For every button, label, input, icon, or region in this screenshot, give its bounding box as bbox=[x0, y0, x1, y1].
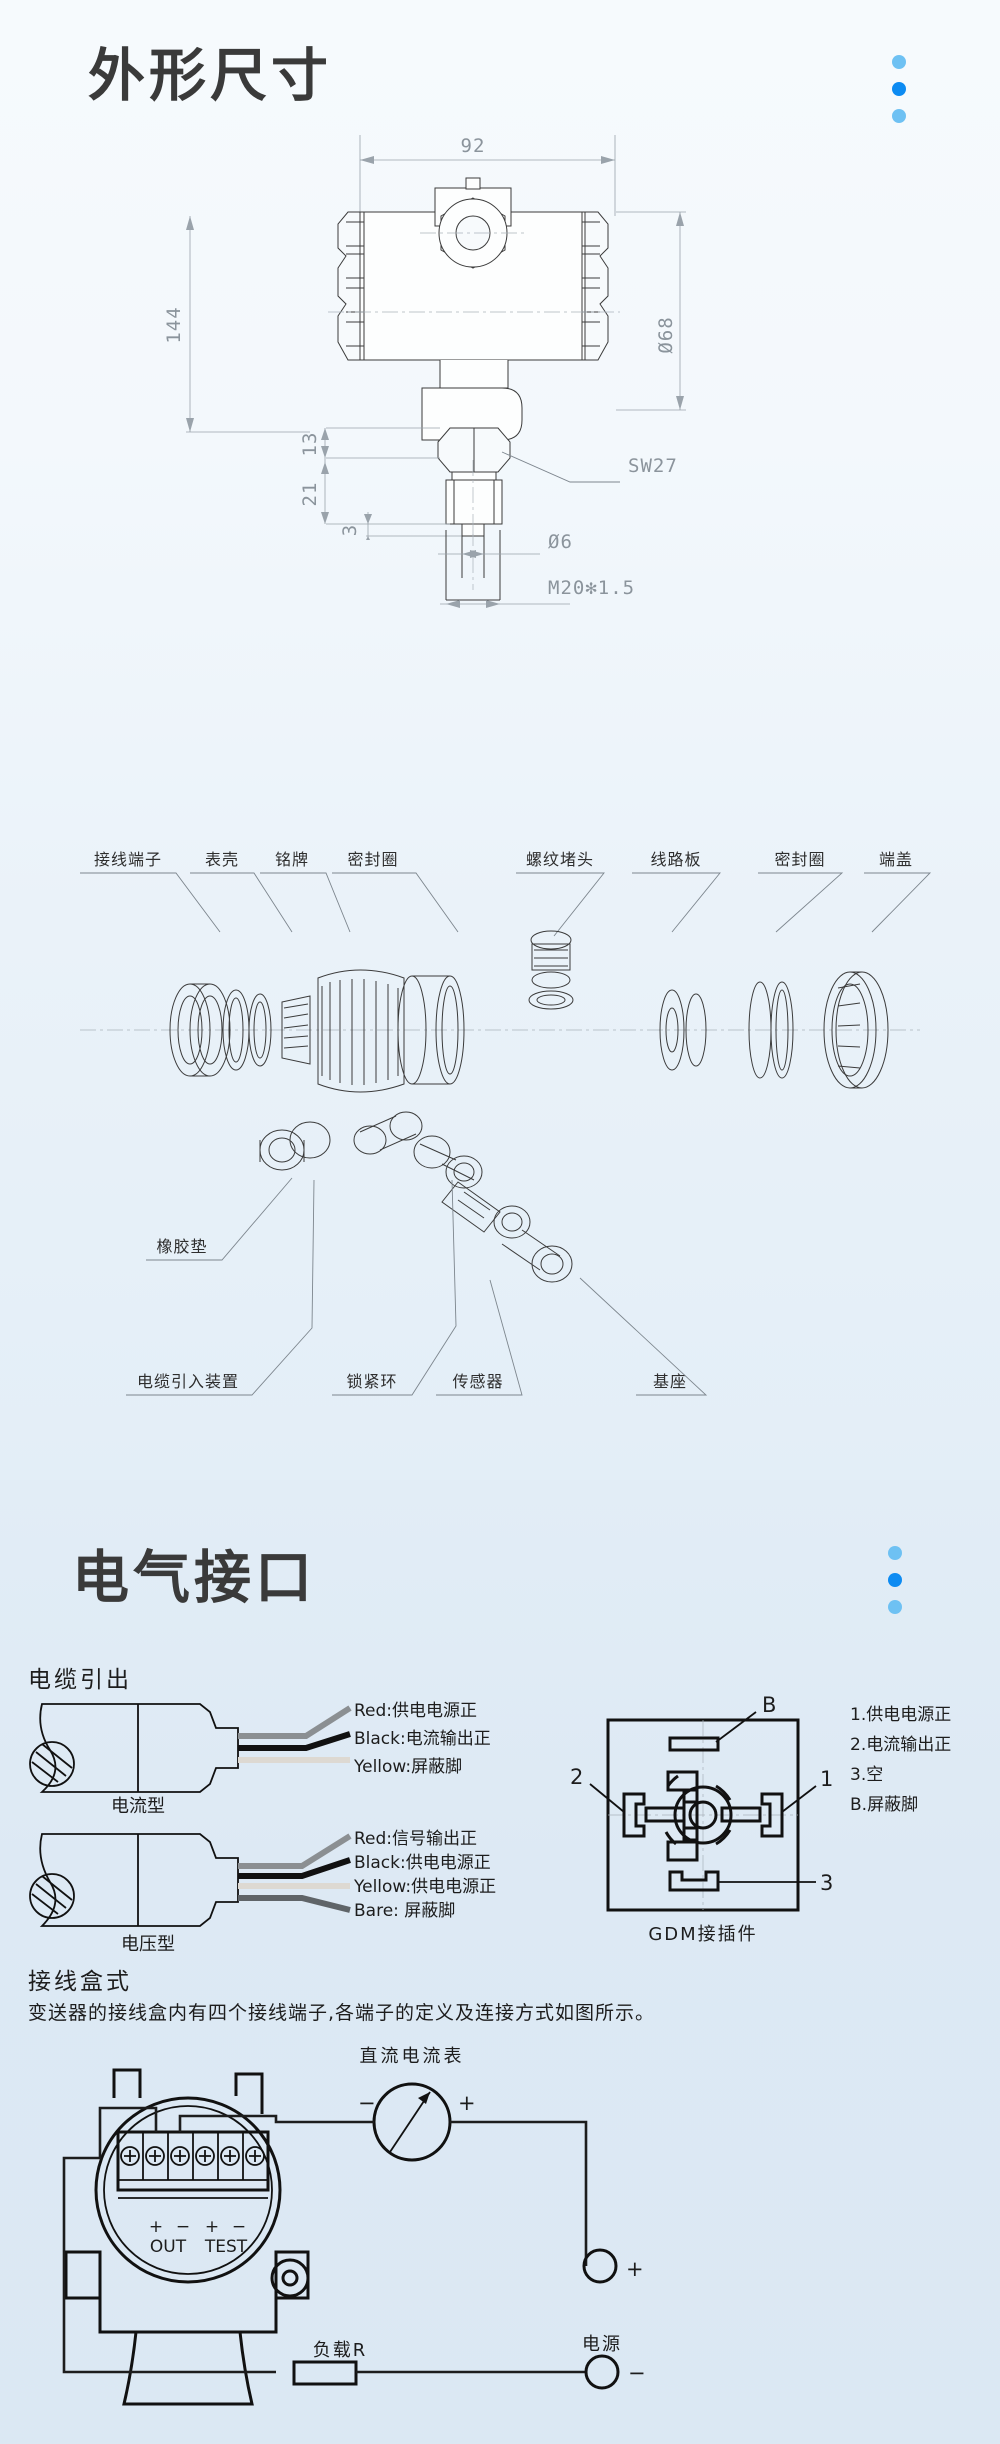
ammeter-minus-sign: − bbox=[358, 2091, 376, 2115]
cable-current-type-diagram: Red:供电电源正 Black:电流输出正 Yellow:屏蔽脚 电流型 bbox=[20, 1694, 550, 1814]
label-end-cap: 端盖 bbox=[879, 850, 913, 869]
gdm-legend-1: 1.供电电源正 bbox=[850, 1705, 951, 1725]
gdm-legend-B: B.屏蔽脚 bbox=[850, 1795, 918, 1815]
power-minus-terminal-label: − bbox=[628, 2361, 646, 2385]
load-resistor-label: 负载R bbox=[313, 2340, 368, 2361]
caption-voltage-type: 电压型 bbox=[121, 1934, 175, 1954]
terminal-sign-out-minus: − bbox=[176, 2217, 190, 2237]
label-circuit-board: 线路板 bbox=[650, 850, 701, 869]
wire-label-yellow-current: Yellow:屏蔽脚 bbox=[353, 1757, 462, 1777]
label-base: 基座 bbox=[653, 1372, 687, 1391]
terminal-sign-test-plus: + bbox=[205, 2217, 219, 2237]
dim-3: 3 bbox=[339, 524, 361, 536]
wire-label-yellow-voltage: Yellow:供电电源正 bbox=[353, 1877, 496, 1897]
gdm-pin-mark-B: B bbox=[762, 1693, 776, 1717]
dim-thread-m20: M20✻1.5 bbox=[548, 577, 635, 599]
dim-diameter-6: Ø6 bbox=[548, 531, 573, 553]
dot-2-icon bbox=[888, 1573, 902, 1587]
caption-current-type: 电流型 bbox=[111, 1796, 165, 1814]
dot-3-icon bbox=[892, 109, 906, 123]
exploded-mid-labels: 橡胶垫 bbox=[146, 1177, 293, 1261]
dim-sw27: SW27 bbox=[628, 455, 678, 477]
wire-label-bare-voltage: Bare: 屏蔽脚 bbox=[354, 1901, 455, 1921]
label-cable-entry-device: 电缆引入装置 bbox=[137, 1372, 239, 1391]
wire-label-black-voltage: Black:供电电源正 bbox=[354, 1853, 491, 1873]
gdm-pin-mark-2: 2 bbox=[570, 1765, 583, 1789]
dot-1-icon bbox=[892, 55, 906, 69]
junction-box-description: 变送器的接线盒内有四个接线端子,各端子的定义及连接方式如图所示。 bbox=[28, 2002, 656, 2024]
junction-box-heading: 接线盒式 bbox=[28, 1969, 132, 1995]
dim-diameter-68: Ø68 bbox=[655, 316, 677, 353]
wire-label-red-current: Red:供电电源正 bbox=[354, 1701, 477, 1721]
gdm-pin-mark-3: 3 bbox=[820, 1871, 833, 1895]
dim-width-92: 92 bbox=[461, 135, 486, 157]
electrical-interface-section bbox=[0, 1480, 1000, 2444]
exploded-view-diagram: 接线端子 表壳 铭牌 密封圈 螺纹堵头 线路板 密封圈 端盖 bbox=[60, 840, 940, 1440]
dimensions-section: 外形尺寸 92 Ø68 bbox=[0, 0, 1000, 1480]
dim-height-144: 144 bbox=[163, 306, 185, 343]
exploded-bottom-labels: 电缆引入装置 锁紧环 传感器 基座 bbox=[126, 1179, 708, 1396]
dot-2-icon bbox=[892, 82, 906, 96]
dim-13: 13 bbox=[299, 432, 321, 457]
wiring-diagram: 直流电流表 − + bbox=[40, 2040, 960, 2440]
section-title-dimensions: 外形尺寸 bbox=[88, 44, 332, 108]
label-terminal-block: 接线端子 bbox=[94, 850, 162, 869]
label-seal-ring-right: 密封圈 bbox=[774, 850, 825, 869]
dimension-drawing-bottom: Ø6 M20✻1.5 bbox=[150, 530, 850, 640]
section-title-electrical: 电气接口 bbox=[72, 1546, 316, 1610]
dim-21: 21 bbox=[299, 482, 321, 507]
wire-label-red-voltage: Red:信号输出正 bbox=[354, 1829, 477, 1849]
gdm-legend-2: 2.电流输出正 bbox=[850, 1735, 951, 1755]
dot-1-icon bbox=[888, 1546, 902, 1560]
cable-voltage-type-diagram: Red:信号输出正 Black:供电电源正 Yellow:供电电源正 Bare:… bbox=[20, 1824, 550, 1954]
label-seal-ring-left: 密封圈 bbox=[347, 850, 398, 869]
terminal-label-out: OUT bbox=[150, 2237, 187, 2257]
gdm-pin-mark-1: 1 bbox=[820, 1767, 833, 1791]
label-housing: 表壳 bbox=[205, 850, 239, 869]
wire-label-black-current: Black:电流输出正 bbox=[354, 1729, 491, 1749]
label-sensor: 传感器 bbox=[452, 1372, 503, 1391]
decorative-dots-electrical bbox=[888, 1546, 910, 1627]
label-thread-plug: 螺纹堵头 bbox=[526, 850, 594, 869]
ammeter-label: 直流电流表 bbox=[360, 2046, 465, 2067]
transmitter-terminal-housing: + − + − OUT TEST bbox=[64, 2068, 310, 2406]
label-locking-ring: 锁紧环 bbox=[346, 1372, 397, 1391]
label-nameplate: 铭牌 bbox=[275, 850, 309, 869]
gdm-legend-3: 3.空 bbox=[850, 1765, 883, 1785]
terminal-sign-test-minus: − bbox=[232, 2217, 246, 2237]
gdm-connector-diagram: B 2 1 3 GDM接插件 1.供电电源正 2.电流输出正 3.空 B.屏蔽脚 bbox=[560, 1672, 990, 1962]
caption-gdm-connector: GDM接插件 bbox=[648, 1924, 757, 1945]
dot-3-icon bbox=[888, 1600, 902, 1614]
label-rubber-pad: 橡胶垫 bbox=[156, 1237, 207, 1256]
power-supply-label: 电源 bbox=[582, 2334, 622, 2355]
terminal-label-test: TEST bbox=[204, 2237, 248, 2257]
exploded-top-labels: 接线端子 表壳 铭牌 密封圈 螺纹堵头 线路板 密封圈 端盖 bbox=[80, 850, 932, 937]
dimension-drawing: 92 Ø68 144 bbox=[150, 120, 850, 540]
ammeter-plus-sign: + bbox=[458, 2091, 476, 2115]
terminal-sign-out-plus: + bbox=[149, 2217, 163, 2237]
cable-outlet-heading: 电缆引出 bbox=[28, 1667, 132, 1693]
decorative-dots-dimensions bbox=[892, 55, 914, 136]
power-plus-terminal-label: + bbox=[626, 2257, 644, 2281]
